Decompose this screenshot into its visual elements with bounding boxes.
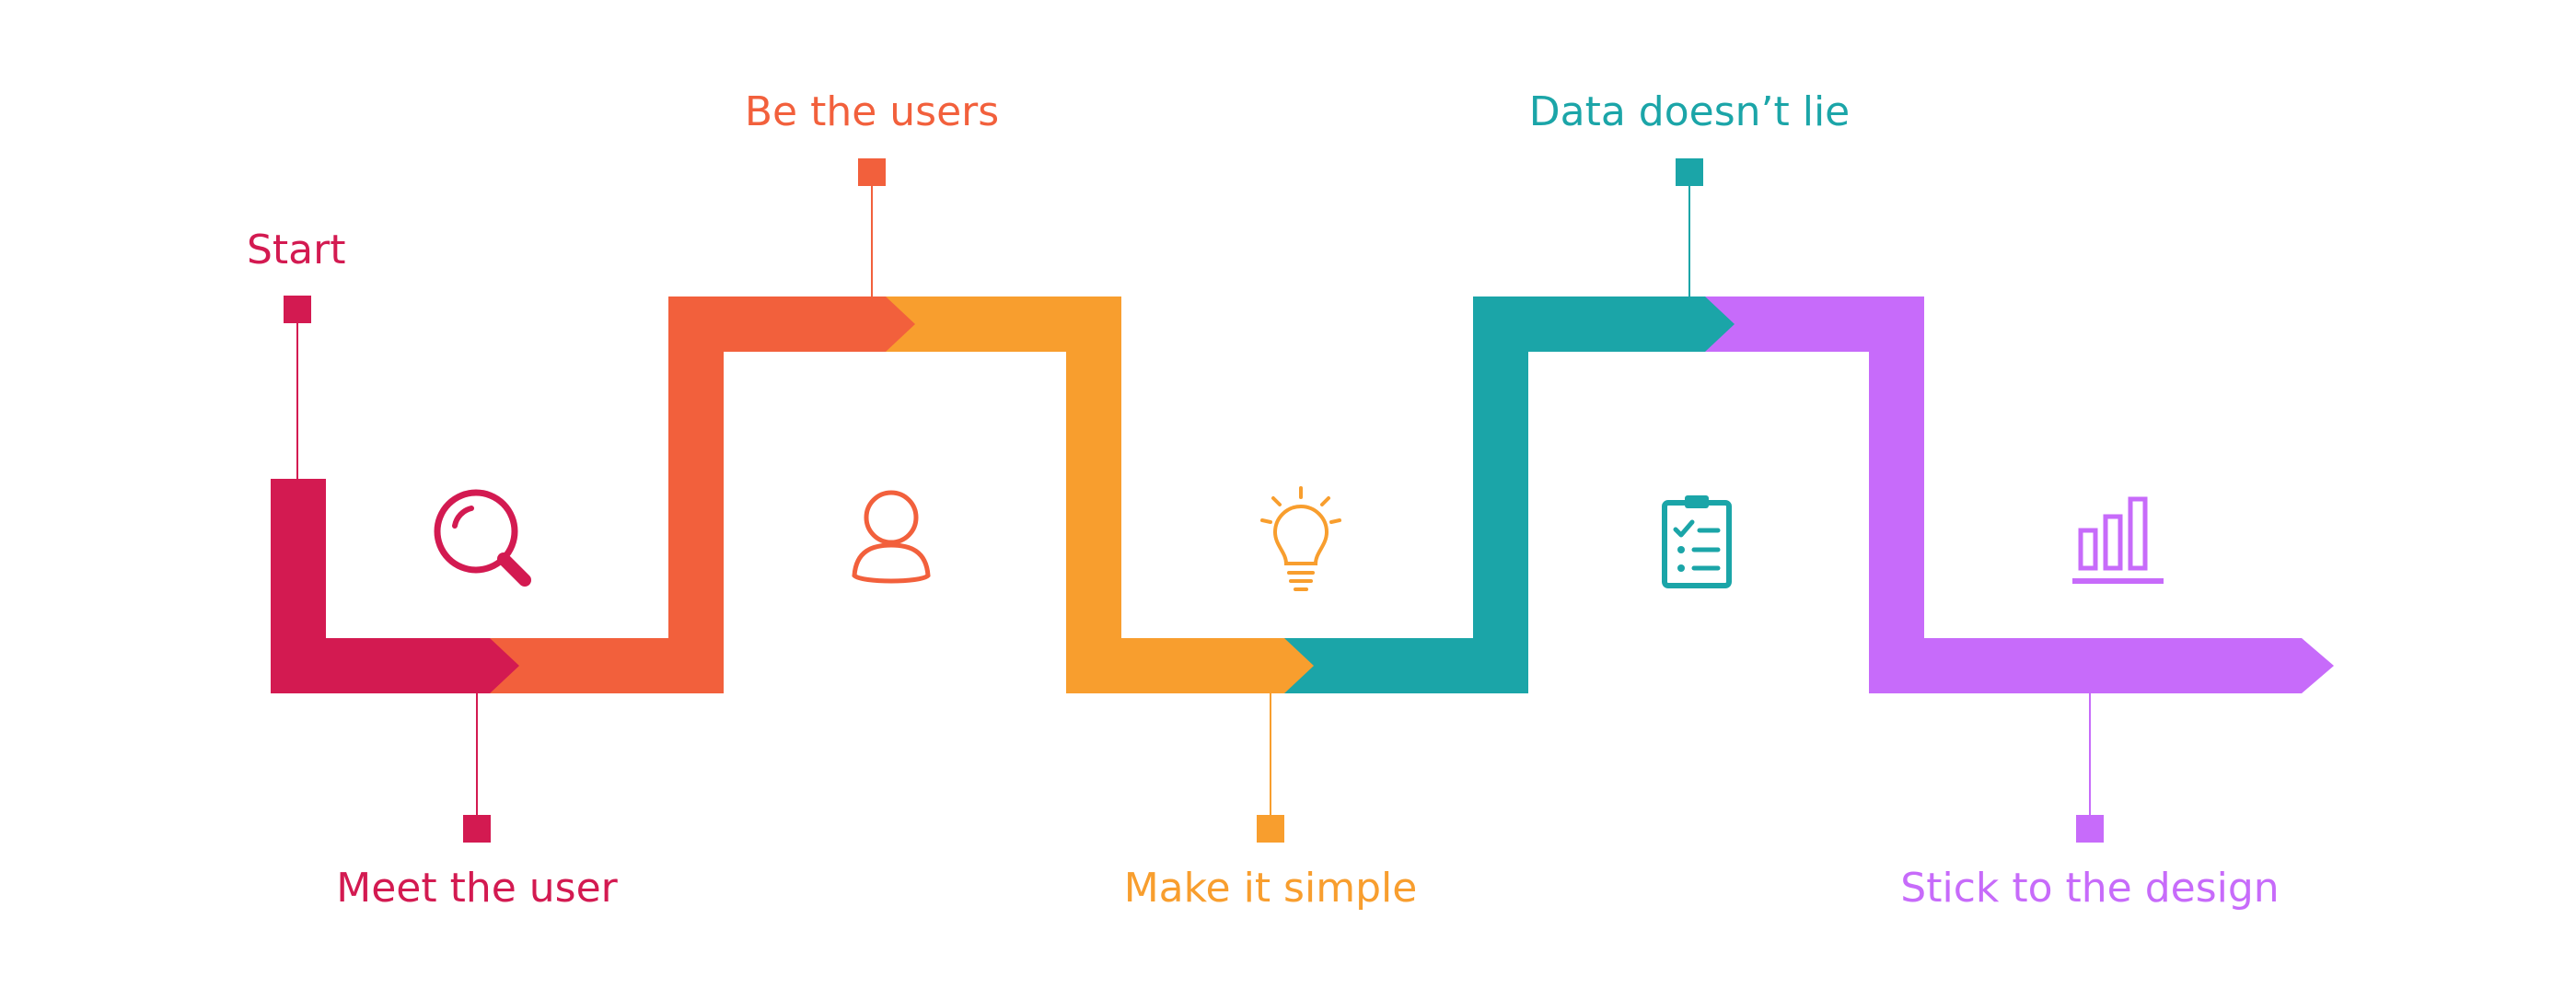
magnifier-icon [434,489,531,587]
label-meet-the-user: Meet the user [336,865,618,912]
marker-meet [463,815,491,843]
marker-start [284,296,311,323]
user-icon [852,490,931,584]
path-segment-simple [1284,297,1737,693]
path-segment-meet [490,297,918,693]
path-segment-data [1705,297,2334,693]
label-stick-to-the-design: Stick to the design [1900,865,2279,912]
path-segment-users [886,297,1317,693]
label-be-the-users: Be the users [745,88,999,135]
labels: Start Meet the user Be the users Make it… [247,88,2280,912]
connectors [284,158,2104,843]
clipboard-checklist-icon [1662,495,1732,588]
marker-data [1676,158,1703,186]
marker-users [858,158,886,186]
label-start: Start [247,227,346,273]
process-path [271,297,2334,693]
label-data-doesnt-lie: Data doesn’t lie [1529,88,1851,135]
marker-design [2076,815,2104,843]
path-segment-start [271,479,522,693]
bar-chart-icon [2072,496,2164,584]
label-make-it-simple: Make it simple [1124,865,1418,912]
lightbulb-icon [1260,486,1341,591]
marker-simple [1257,815,1284,843]
